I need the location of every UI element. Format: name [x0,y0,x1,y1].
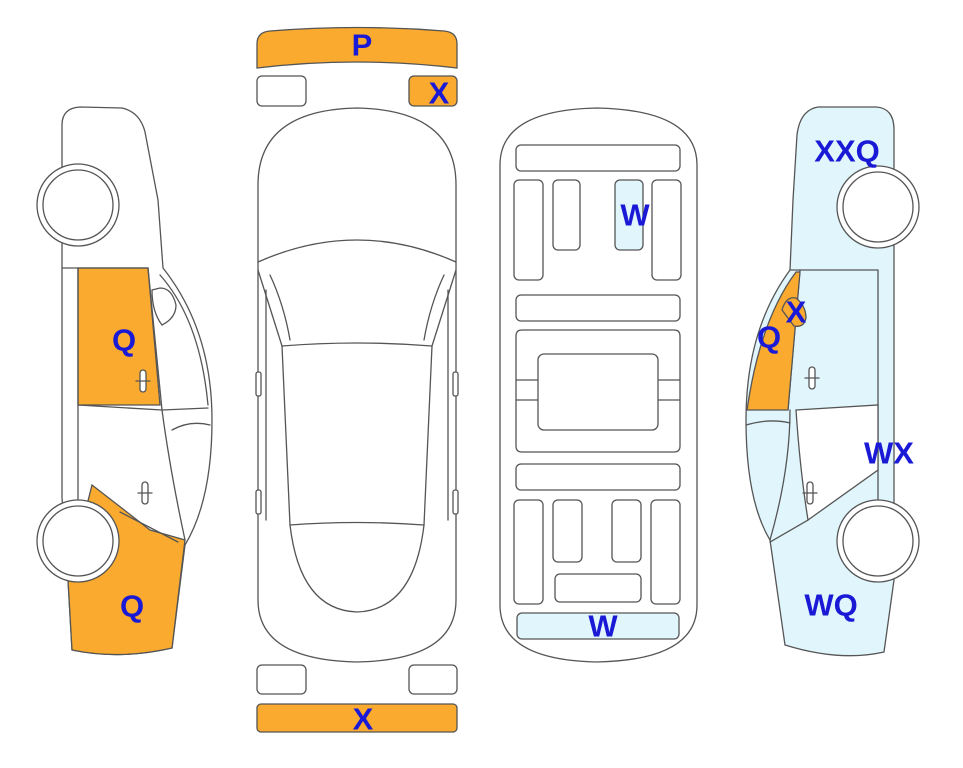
right-rear-window-panel[interactable] [781,297,807,327]
code-right-rear-window: X [785,294,807,330]
front-bumper-panel[interactable] [256,26,458,69]
code-right-roof-edge: XXQ [814,133,880,169]
code-front-right-plate: X [428,75,450,111]
code-front-bumper: P [351,27,373,63]
roof-top-panel[interactable] [614,179,644,251]
code-trunk-rear-panel: W [588,608,618,644]
trunk-rear-panel[interactable] [516,612,680,640]
top-view [255,26,459,733]
code-right-front-fender: WQ [804,587,858,623]
code-left-front-fender: Q [119,588,145,624]
code-right-rear-pillar: Q [756,319,782,355]
front-right-plate-panel[interactable] [408,75,458,107]
right-side-view [745,106,920,657]
code-roof-top-panel: W [620,197,650,233]
code-rear-bumper: X [352,701,374,737]
underside-view [499,107,698,663]
left-side-view [36,106,213,656]
code-right-side-panel: WX [864,435,914,471]
rear-bumper-panel[interactable] [256,703,458,733]
code-left-rear-door: Q [111,322,137,358]
